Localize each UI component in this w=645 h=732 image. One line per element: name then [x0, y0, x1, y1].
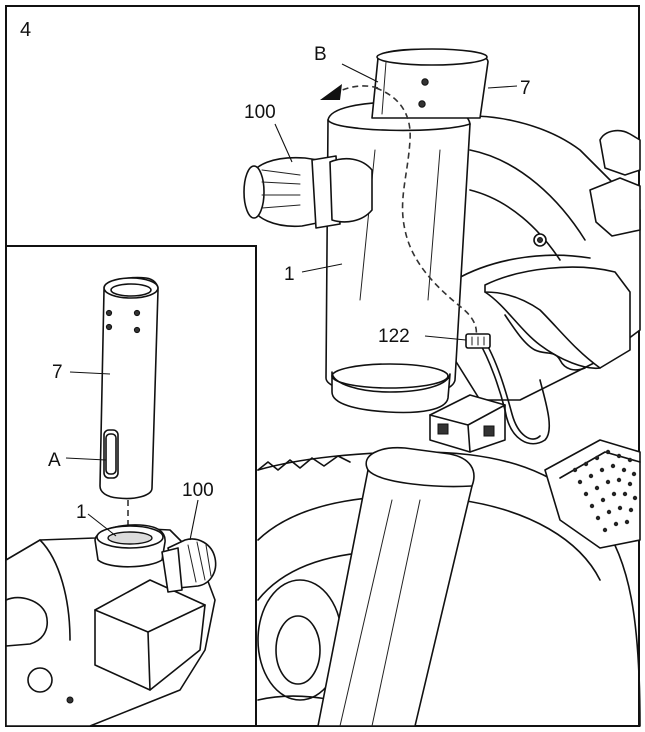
connector-part-122 [465, 333, 491, 349]
leader-1 [301, 263, 343, 273]
cable-route-dashed [375, 87, 478, 337]
knob-part-100 [243, 155, 373, 229]
inset-leader-1 [87, 513, 117, 537]
inset-leader-7 [69, 371, 111, 375]
inset-panel: 7 A 1 100 [5, 245, 257, 727]
step-number: 4 [20, 19, 31, 41]
callout-122: 122 [378, 326, 410, 347]
inset-tube-part-7 [99, 276, 159, 500]
callout-7: 7 [520, 78, 531, 99]
callout-100: 100 [244, 102, 276, 123]
frame-body [429, 115, 641, 453]
inset-callout-1: 1 [76, 502, 87, 523]
inset-knob-part-100 [161, 538, 217, 593]
rotation-arrow [320, 84, 379, 100]
inset-frame-body [5, 524, 216, 727]
leader-122 [424, 335, 467, 341]
inset-leader-100 [189, 499, 199, 541]
callout-b: B [314, 44, 327, 65]
foot-pedal [544, 439, 641, 549]
inset-callout-a: A [48, 450, 61, 471]
inner-tube-part-7 [371, 48, 489, 119]
callout-1: 1 [284, 264, 295, 285]
leader-b [341, 63, 379, 83]
inset-leader-a [65, 457, 107, 461]
inset-callout-7: 7 [52, 362, 63, 383]
leader-100 [274, 123, 293, 163]
frame-upright [317, 446, 475, 727]
inset-callout-100: 100 [182, 480, 214, 501]
main-illustration: B 7 100 1 122 [243, 44, 641, 727]
leader-7 [487, 85, 518, 89]
main-tube-part-1 [325, 101, 471, 414]
